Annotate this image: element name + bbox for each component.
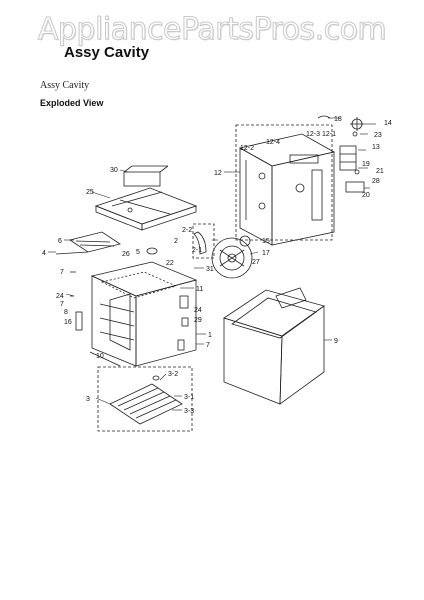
side-parts — [70, 295, 185, 351]
convection-fan — [211, 235, 253, 279]
callout-30: 30 — [110, 167, 118, 174]
callout-8: 8 — [64, 309, 68, 316]
leader-lines — [48, 117, 376, 411]
group-box-back-panel — [235, 124, 333, 241]
callout-15: 15 — [262, 238, 270, 245]
small-parts-left — [70, 247, 158, 273]
callout-29: 29 — [194, 317, 202, 324]
group-box-fan-cover — [192, 223, 215, 259]
callout-27: 27 — [252, 259, 260, 266]
callout-16: 16 — [64, 319, 72, 326]
bake-element — [109, 375, 183, 425]
callout-7-b: 7 — [60, 301, 64, 308]
callout-24-b: 24 — [194, 307, 202, 314]
oven-cavity — [89, 261, 198, 367]
callout-7-a: 7 — [60, 269, 64, 276]
callout-2-1: 2-1 — [192, 247, 202, 254]
insulation-shell — [223, 287, 325, 405]
fan-cover-plate — [193, 231, 207, 255]
callout-22: 22 — [166, 260, 174, 267]
view-label: Exploded View — [40, 98, 104, 108]
callout-25: 25 — [86, 189, 94, 196]
callout-28: 28 — [372, 178, 380, 185]
broil-element — [55, 231, 121, 255]
callout-23: 23 — [374, 132, 382, 139]
callout-7-c: 7 — [206, 342, 210, 349]
callout-20: 20 — [362, 192, 370, 199]
callout-10: 10 — [96, 353, 104, 360]
callout-13: 13 — [372, 144, 380, 151]
callout-21: 21 — [376, 168, 384, 175]
callout-12-1: 12-1 — [322, 131, 336, 138]
callout-2-2: 2-2 — [182, 227, 192, 234]
callout-9: 9 — [334, 338, 338, 345]
callout-12: 12 — [214, 170, 222, 177]
callout-1: 1 — [208, 332, 212, 339]
callout-18: 18 — [334, 116, 342, 123]
callout-12-4: 12-4 — [266, 139, 280, 146]
callout-12-3: 12-3 — [306, 131, 320, 138]
callout-12-2: 12-2 — [240, 145, 254, 152]
callout-4: 4 — [42, 250, 46, 257]
page-title: Assy Cavity — [64, 44, 150, 61]
group-box-bottom — [97, 366, 193, 432]
page-subtitle: Assy Cavity — [40, 80, 90, 91]
callout-17: 17 — [262, 250, 270, 257]
callout-24-a: 24 — [56, 293, 64, 300]
back-panel-assembly — [238, 133, 336, 246]
top-cover-assembly — [94, 165, 198, 231]
callout-3-2: 3-2 — [168, 371, 178, 378]
site-watermark: AppliancePartsPros.com — [37, 12, 387, 48]
callout-19: 19 — [362, 161, 370, 168]
small-parts-top-right — [317, 115, 365, 193]
callout-31: 31 — [206, 266, 214, 273]
callout-11: 11 — [196, 286, 203, 293]
callout-3: 3 — [86, 396, 90, 403]
callout-5: 5 — [136, 249, 140, 256]
callout-3-1: 3-1 — [184, 394, 194, 401]
callout-3-3: 3-3 — [184, 408, 194, 415]
callout-6: 6 — [58, 238, 62, 245]
callout-14: 14 — [384, 120, 392, 127]
callout-labels: 18 14 23 12-3 12-1 12-4 12-2 13 19 21 28… — [42, 116, 392, 415]
callout-26: 26 — [122, 251, 130, 258]
callout-2: 2 — [174, 238, 178, 245]
